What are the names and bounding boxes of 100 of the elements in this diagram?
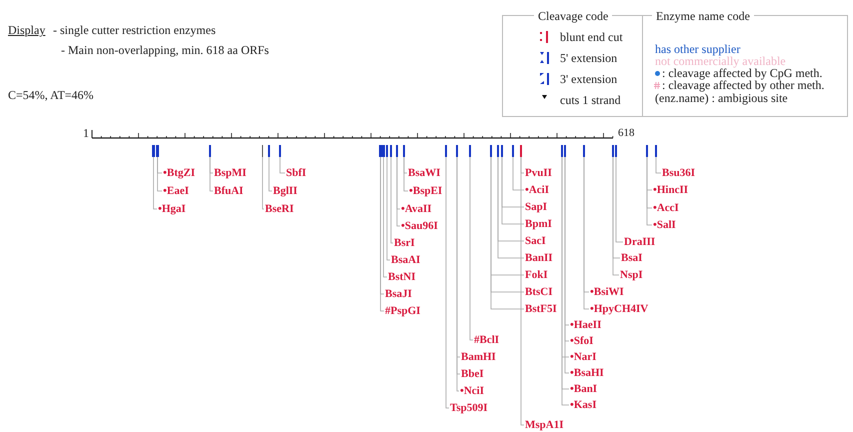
enzyme-name: BspMI [214, 166, 246, 180]
label-text: 618 [618, 126, 634, 141]
label-text: 1 [83, 125, 89, 141]
enzyme-name: •BsaHI [570, 366, 604, 380]
enzyme-name: Tsp509I [450, 401, 488, 415]
enzyme-name: BbeI [461, 367, 484, 381]
leader-line [386, 156, 390, 260]
enzyme-name: BanII [525, 251, 553, 265]
cut-site-mark [390, 145, 392, 157]
enzyme-name: •BtgZI [163, 166, 195, 180]
enzyme-name: #BclI [474, 333, 500, 347]
cut-site-mark [382, 145, 385, 157]
leader-line [210, 156, 214, 192]
enzyme-name: Bsu36I [662, 166, 696, 180]
leader-line [656, 156, 662, 174]
cut-site-mark [279, 145, 281, 157]
cut-site-mark [469, 145, 471, 157]
enzyme-name: DraIII [624, 235, 656, 249]
leader-line [390, 156, 394, 244]
leader-line [280, 156, 286, 174]
enzyme-name: •HaeII [570, 318, 602, 332]
cut-site-mark [262, 145, 263, 157]
enzyme-name: NspI [620, 268, 643, 282]
legend-text: 3' extension [560, 72, 618, 86]
enzyme-name: SacI [525, 234, 546, 248]
cut-site-mark [655, 145, 657, 157]
enzyme-name: •NarI [570, 350, 596, 364]
cut-site-mark [403, 145, 405, 157]
leader-line [502, 156, 524, 224]
cut-site-mark [156, 145, 159, 157]
cut-site-mark [646, 145, 648, 157]
enzyme-name: BamHI [461, 350, 496, 364]
leader-line [520, 156, 524, 426]
label-text: - single cutter restriction enzymes [53, 22, 216, 38]
enzyme-name: BfuAI [214, 184, 244, 198]
enzyme-name: BstF5I [525, 302, 557, 316]
leader-line [470, 156, 474, 340]
enzyme-name: BpmI [525, 217, 552, 231]
leader-line [512, 156, 524, 190]
enzyme-name: BtsCI [525, 285, 553, 299]
leader-line [157, 156, 162, 192]
leader-line [383, 156, 388, 278]
enzyme-name: •BanI [570, 382, 598, 396]
enzyme-name: BglII [273, 184, 298, 198]
cut-site-mark [445, 145, 447, 157]
enzyme-name: BstNI [388, 270, 416, 284]
enzyme-name: •BsiWI [590, 285, 624, 299]
leader-line [268, 156, 272, 192]
enzyme-name: •BspEI [409, 184, 442, 198]
enzyme-name: BsaJI [385, 287, 412, 301]
enzyme-name: BsaWI [408, 166, 440, 180]
leader-line [612, 156, 620, 276]
cut-site-mark [615, 145, 617, 157]
enzyme-name: #PspGI [385, 304, 420, 318]
enzyme-name: •KasI [570, 398, 596, 412]
cut-site-mark [497, 145, 499, 157]
leader-line [404, 156, 408, 192]
enzyme-name: SapI [525, 200, 548, 214]
cut-site-mark [209, 145, 211, 157]
legend-text: blunt end cut [560, 30, 623, 44]
enzyme-name: •SalI [653, 218, 676, 232]
enzyme-name: BsaAI [391, 253, 420, 267]
cut-site-mark [520, 145, 522, 157]
enzyme-name: •SfoI [570, 334, 594, 348]
cut-site-mark [152, 145, 155, 157]
cut-site-mark [268, 145, 270, 157]
enzyme-name: •AccI [653, 201, 679, 215]
leader-line [456, 156, 460, 392]
legend-text: cuts 1 strand [560, 93, 621, 107]
enzyme-name: FokI [525, 268, 548, 282]
label-text: C=54%, AT=46% [8, 87, 94, 103]
cut-site-mark [564, 145, 566, 157]
legend-text: has other supplier [655, 42, 740, 56]
leader-line [396, 156, 400, 226]
cut-site-mark [512, 145, 514, 157]
cut-site-mark [501, 145, 503, 157]
leader-line [262, 156, 264, 210]
enzyme-name: BsrI [394, 236, 415, 250]
enzyme-name: PvuII [525, 166, 552, 180]
enzyme-name: •Sau96I [401, 219, 438, 233]
cut-site-mark [456, 145, 458, 157]
enzyme-name: •AvaII [401, 202, 432, 216]
leader-line [153, 156, 158, 210]
cut-site-mark [561, 145, 563, 157]
legend-text: not commercially available [655, 54, 786, 68]
enzyme-name: MspA1I [525, 418, 564, 432]
enzyme-name: BseRI [265, 202, 294, 216]
enzyme-name: •EaeI [163, 184, 189, 198]
enzyme-name: •HpyCH4IV [590, 302, 648, 316]
cut-site-mark [583, 145, 585, 157]
enzyme-name: •HgaI [158, 202, 186, 216]
legend-text: 5' extension [560, 51, 618, 65]
enzyme-name: •AciI [525, 183, 550, 197]
label-text: (enz.name) : ambigious site [655, 91, 788, 106]
enzyme-name: •NciI [460, 384, 484, 398]
leader-line [498, 156, 524, 258]
cut-site-mark [379, 145, 382, 157]
cut-site-mark [396, 145, 398, 157]
label-text: Display [8, 22, 46, 38]
leader-line [646, 156, 652, 226]
